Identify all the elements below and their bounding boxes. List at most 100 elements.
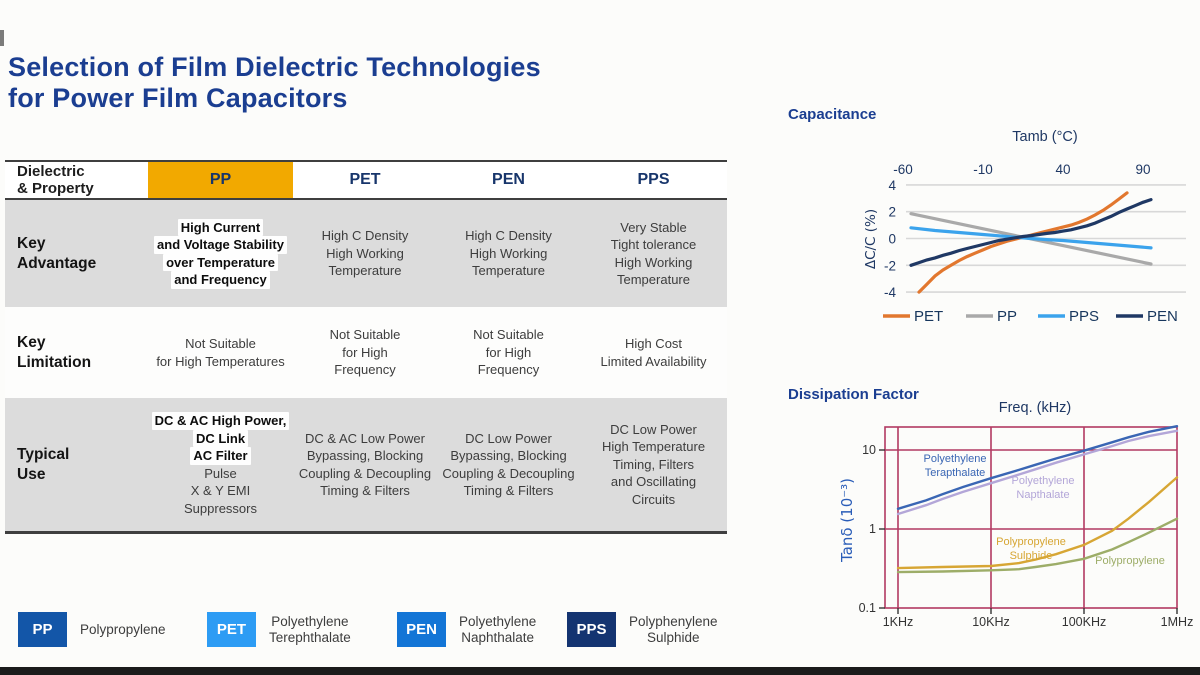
- table-cell-line: High C Density: [321, 228, 409, 244]
- page-title: Selection of Film Dielectric Technologie…: [8, 52, 541, 114]
- table-row-label-line: Key: [17, 333, 46, 351]
- table-cell-line: DC Link: [192, 429, 249, 447]
- dis-series-label-polyethylene-terapthalate: Polyethylene: [924, 453, 987, 465]
- table-column-header-pps: PPS: [580, 160, 727, 200]
- dis-ytick-label: 10: [862, 443, 876, 457]
- table-cell-line: Tight tolerance: [610, 237, 697, 252]
- table-cell-line: Timing & Filters: [320, 483, 410, 498]
- dis-series-label-polyethylene-napthalate: Polyethylene: [1012, 475, 1075, 487]
- dis-series-label-polyethylene-terapthalate: Terapthalate: [925, 467, 986, 479]
- cap-xaxis-title: Tamb (°C): [1012, 129, 1077, 145]
- dis-series-polypropylene: [896, 517, 1179, 574]
- table-cell-line: High Cost: [624, 336, 683, 351]
- cap-yaxis-title: ΔC/C (%): [863, 209, 879, 269]
- cap-xtick-label: 40: [1055, 162, 1070, 177]
- table-cell-line: Very Stable: [620, 219, 687, 235]
- table-column-header-pp: PP: [148, 160, 293, 200]
- table-cell-line: Not Suitable: [329, 327, 401, 343]
- table-cell-line: for High: [342, 344, 388, 360]
- table-cell-line: DC & AC Low Power: [305, 430, 425, 446]
- table-cell-line: Circuits: [631, 491, 676, 507]
- table-cell-line: Timing & Filters: [463, 483, 554, 498]
- table-row-label-line: Advantage: [17, 254, 97, 272]
- dis-series-polyethylene-terapthalate: [896, 425, 1179, 511]
- table-cell-line: High Working: [326, 245, 404, 261]
- table-cell-line: DC & AC High Power,: [151, 412, 290, 430]
- table-cell-line: Not Suitable: [473, 327, 544, 343]
- cap-xtick-label: -60: [893, 162, 913, 177]
- cap-ytick-label: 4: [888, 178, 896, 193]
- cap-ytick-label: 0: [888, 232, 896, 247]
- table-cell-line: for High: [485, 344, 532, 360]
- cap-series-pps: [909, 226, 1153, 250]
- abbr-item-pp: PP Polypropylene: [18, 612, 166, 647]
- dis-yaxis-title: Tanδ (10⁻³): [838, 478, 856, 563]
- table-cell-line: over Temperature: [163, 253, 278, 271]
- table-cell-line: High Current: [177, 218, 264, 236]
- table-cell-line: High Working: [469, 245, 548, 261]
- cap-ytick-label: -2: [884, 258, 896, 273]
- page-title-line2: for Power Film Capacitors: [8, 83, 348, 113]
- table-row-label-line: Use: [17, 465, 46, 483]
- table-cell-line: Suppressors: [184, 500, 257, 516]
- cap-legend-label-pet: PET: [914, 308, 943, 325]
- dis-series-polypropylene-sulphide: [896, 476, 1179, 570]
- table-cell-line: for High Temperatures: [156, 353, 285, 369]
- table-cell-line: High Temperature: [601, 439, 706, 455]
- table-cell-line: Frequency: [477, 362, 540, 378]
- abbr-name-line: Terephthalate: [269, 629, 351, 645]
- dis-series-label-polypropylene: Polypropylene: [1095, 555, 1165, 567]
- table-cell-line: X & Y EMI: [190, 483, 251, 498]
- abbr-box-pps: PPS: [567, 612, 616, 647]
- cap-ytick-label: 2: [888, 205, 896, 220]
- capacitance-chart-title: Capacitance: [788, 106, 877, 123]
- table-cell-line: DC Low Power: [610, 421, 697, 437]
- table-column-header-pet: PET: [293, 160, 437, 200]
- table-cell-line: DC Low Power: [465, 430, 552, 446]
- dissipation-chart-title: Dissipation Factor: [788, 386, 919, 403]
- cap-legend-label-pps: PPS: [1069, 308, 1099, 325]
- abbr-box-pp: PP: [18, 612, 67, 647]
- dis-series-polyethylene-napthalate: [896, 429, 1179, 516]
- video-artifact: [0, 30, 4, 46]
- abbr-name-pp: Polypropylene: [80, 622, 166, 638]
- table-cell-line: Frequency: [334, 362, 396, 378]
- table-cell-line: Coupling & Decoupling: [298, 465, 432, 481]
- table-cell-line: Bypassing, Blocking: [450, 448, 567, 463]
- table-cell-line: Timing, Filters: [612, 456, 695, 472]
- dis-xtick-label: 10KHz: [972, 615, 1010, 629]
- table-row-label-line: Limitation: [17, 353, 92, 371]
- table-cell-line: Limited Availability: [600, 353, 707, 369]
- table-cell-line: Temperature: [472, 263, 545, 279]
- cap-ytick-label: -4: [884, 285, 896, 300]
- table-row-label-line: Key: [17, 234, 46, 252]
- table-cell-line: Pulse: [204, 465, 237, 481]
- table-cell-line: Bypassing, Blocking: [306, 448, 424, 463]
- table-cell-line: Temperature: [328, 263, 402, 279]
- dis-ytick-label: 1: [869, 522, 876, 536]
- dis-xtick-label: 1MHz: [1161, 615, 1194, 629]
- abbr-name-line: Polypropylene: [80, 621, 166, 637]
- table-cell-line: and Oscillating: [610, 474, 697, 490]
- table-corner-header-line: Dielectric: [17, 163, 85, 180]
- table-cell-line: and Frequency: [171, 271, 270, 289]
